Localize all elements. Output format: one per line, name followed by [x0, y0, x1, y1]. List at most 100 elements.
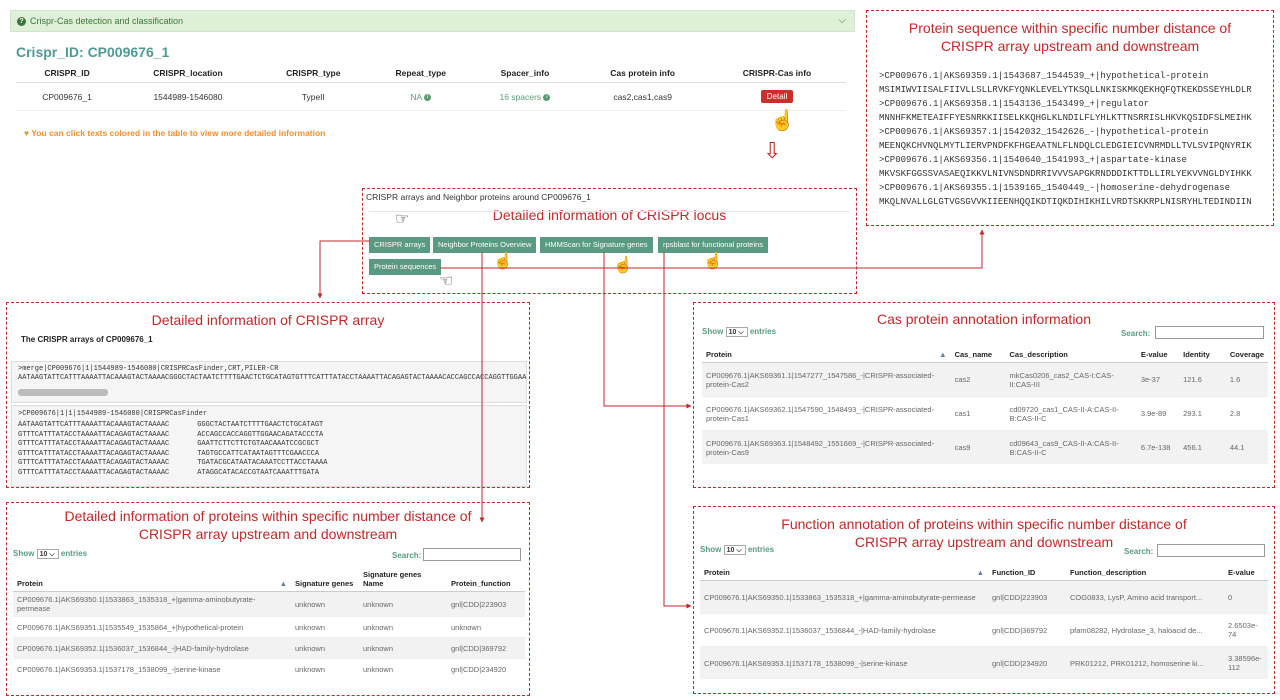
search-input[interactable] — [1155, 326, 1264, 339]
column-header[interactable]: Protein_function — [447, 567, 525, 592]
table-row[interactable]: CP009676.1|AKS69353.1|1537178_1538099_-|… — [13, 658, 525, 679]
table-cell: gnl|CDD|234920 — [988, 646, 1066, 679]
table-cell: unknown — [291, 637, 359, 659]
section-header-bar[interactable]: ? Crispr-Cas detection and classificatio… — [10, 10, 855, 32]
column-header[interactable]: Identity — [1179, 347, 1226, 363]
spacer-sequence: ATAGGCATACACCGTAATCAAATTTGATA — [197, 468, 320, 477]
spacer-sequence: GGGCTACTAATCTTTTGAACTCTGCATAGT — [197, 421, 324, 429]
section-header-title: Crispr-Cas detection and classification — [30, 16, 184, 26]
finder-rows: AATAAGTATTCATTTAAAATTACAAAGTACTAAAAC GGGC… — [12, 421, 526, 478]
column-header[interactable]: Function_description — [1066, 565, 1224, 581]
table-row[interactable]: CP009676.1|AKS69352.1|1536037_1536844_-|… — [13, 637, 525, 659]
column-header[interactable]: Signature genes Name — [359, 567, 447, 592]
crispr-array-panel: Detailed information of CRISPR array The… — [6, 302, 530, 488]
entries-select[interactable]: 10 ⌵ — [725, 327, 748, 337]
sequence-line: MSIMIWVIISALFIIVLLSLLRVKFYQNKLEVELYTKSQL… — [879, 85, 1252, 95]
repeat-sequence: GTTTCATTTATACCTAAAATTACAGAGTACTAAAAC — [18, 459, 170, 467]
show-label: Show — [700, 545, 722, 555]
panel-title: Detailed information of CRISPR array — [151, 312, 385, 328]
table-cell: CP009676.1|AKS69353.1|1537178_1538099_-|… — [700, 646, 988, 679]
question-icon: ? — [17, 16, 26, 26]
protein-sequence-panel: Protein sequence within specific number … — [866, 10, 1274, 226]
table-row[interactable]: CP009676.1|AKS69353.1|1537178_1538099_-|… — [700, 646, 1268, 679]
search-input[interactable] — [1157, 544, 1265, 557]
spacer-info-cell[interactable]: 16 spacers i — [472, 82, 578, 111]
column-header: CRISPR_type — [257, 64, 369, 83]
column-header[interactable]: Protein▲ — [702, 347, 951, 363]
column-header[interactable]: Function_ID — [988, 565, 1066, 581]
table-cell: CP009676.1|AKS69353.1|1537178_1538099_-|… — [13, 658, 291, 679]
column-header[interactable]: Protein▲ — [13, 567, 291, 592]
search-label: Search: — [392, 551, 422, 560]
sequence-line: MEENQKCHVNQLMYTLIERVPNDFKFHGEAATNLFLNDQL… — [879, 141, 1252, 151]
search-input[interactable] — [423, 548, 521, 561]
table-cell: unknown — [359, 616, 447, 638]
repeat-type-link[interactable]: NA — [410, 91, 422, 102]
table-row[interactable]: CP009676.1|AKS69352.1|1536037_1536844_-|… — [700, 613, 1268, 647]
entries-select[interactable]: 10 ⌵ — [723, 545, 746, 555]
spacer-sequence: TGATACGCATAATACAAATCCTTACCTAAAA — [197, 459, 328, 467]
table-row[interactable]: CP009676.1|AKS69351.1|1535549_1535864_+|… — [13, 616, 525, 638]
repeat-sequence: GTTTCATTTATACCTAAAATTACAGAGTACTAAAAC — [18, 440, 170, 448]
repeat-sequence: GTTTCATTTATACCTAAAATTACAGAGTACTAAAAC — [18, 449, 170, 458]
column-header[interactable]: Protein▲ — [700, 565, 988, 581]
show-label: Show — [702, 327, 724, 337]
column-header[interactable]: Cas_name — [950, 347, 1006, 363]
table-cell: CP009676.1|AKS69352.1|1536037_1536844_-|… — [700, 613, 988, 647]
array-subtitle: The CRISPR arrays of CP009676_1 — [21, 335, 153, 344]
tab-protein-sequences[interactable]: Protein sequences — [369, 259, 442, 275]
column-header[interactable]: Signature genes — [291, 567, 359, 592]
table-cell: CP009676.1|AKS69350.1|1533863_1535318_+|… — [13, 591, 291, 617]
chevron-down-icon[interactable]: ⌵ — [838, 15, 846, 26]
down-arrow-icon: ⇩ — [763, 138, 782, 163]
table-cell: gnl|CDD|234920 — [447, 658, 525, 679]
repeat-sequence: AATAAGTATTCATTTAAAATTACAAAGTACTAAAAC — [18, 421, 170, 429]
entries-label: entries — [60, 549, 88, 559]
table-row[interactable]: CP009676.1|AKS69363.1|1548492_1551669_-|… — [702, 430, 1268, 464]
neighbor-proteins-panel: Detailed information of proteins within … — [6, 502, 530, 696]
entries-select[interactable]: 10 ⌵ — [36, 549, 59, 559]
panel-title: Function annotation of proteins within s… — [781, 516, 1187, 550]
detail-button[interactable]: Detail — [760, 90, 794, 103]
tab-hmmscan[interactable]: HMMScan for Signature genes — [540, 237, 653, 253]
horizontal-scrollbar[interactable] — [18, 389, 108, 396]
crispr-id-cell: CP009676_1 — [16, 82, 119, 111]
column-header[interactable]: E-value — [1136, 347, 1180, 363]
function-table: Protein▲ Function_ID Function_descriptio… — [700, 565, 1268, 679]
table-row[interactable]: CP009676.1|AKS69362.1|1547590_1548493_-|… — [702, 396, 1268, 431]
finder-sequence-box: >CP009676|1|1|1544989-1546080|CRISPRCasF… — [11, 405, 527, 487]
column-header: Repeat_type — [368, 64, 473, 83]
table-cell: cas9 — [950, 430, 1006, 464]
show-label: Show — [13, 549, 35, 559]
show-entries: Show 10 ⌵ entries — [700, 545, 774, 555]
cas-protein-cell: cas2,cas1,cas9 — [577, 82, 709, 111]
spacer-info-link[interactable]: 16 spacers — [499, 91, 542, 102]
tab-crispr-arrays[interactable]: CRISPR arrays — [369, 237, 431, 253]
table-cell: cas2 — [950, 362, 1006, 397]
table-row[interactable]: CP009676.1|AKS69350.1|1533863_1535318_+|… — [13, 591, 525, 617]
column-header: CRISPR_ID — [16, 64, 119, 83]
arrow-rpsblast — [663, 252, 692, 609]
sequence-line: >CP009676.1|AKS69357.1|1542032_1542626_-… — [879, 127, 1209, 137]
tab-neighbor-proteins[interactable]: Neighbor Proteins Overview — [433, 237, 537, 253]
repeat-type-cell[interactable]: NA i — [368, 82, 473, 111]
table-cell: 293.1 — [1179, 396, 1226, 431]
table-row[interactable]: CP009676.1|AKS69361.1|1547277_1547586_-|… — [702, 362, 1268, 397]
column-header[interactable]: Cas_description — [1005, 347, 1137, 363]
table-cell: unknown — [359, 637, 447, 659]
table-cell: unknown — [359, 658, 447, 679]
table-cell: gnl|CDD|369792 — [988, 613, 1066, 647]
column-header[interactable]: E-value — [1224, 565, 1268, 581]
table-cell: unknown — [359, 591, 447, 617]
sequence-line: MKVSKFGGSSVASAEQIKKVLNIVNSDNDRRIVVVSAPGK… — [879, 169, 1252, 179]
table-row[interactable]: CP009676.1|AKS69350.1|1533863_1535318_+|… — [700, 580, 1268, 614]
table-cell: cd09720_cas1_CAS-II-A:CAS-II-B:CAS-II-C — [1005, 396, 1137, 431]
heart-icon: ♥ — [24, 128, 32, 138]
entries-select-value: 10 — [726, 547, 735, 554]
column-header[interactable]: Coverage — [1225, 347, 1268, 363]
column-header: Cas protein info — [577, 64, 709, 83]
table-cell: COG0833, LysP, Amino acid transport... — [1066, 580, 1224, 614]
table-cell: 0 — [1224, 580, 1268, 614]
